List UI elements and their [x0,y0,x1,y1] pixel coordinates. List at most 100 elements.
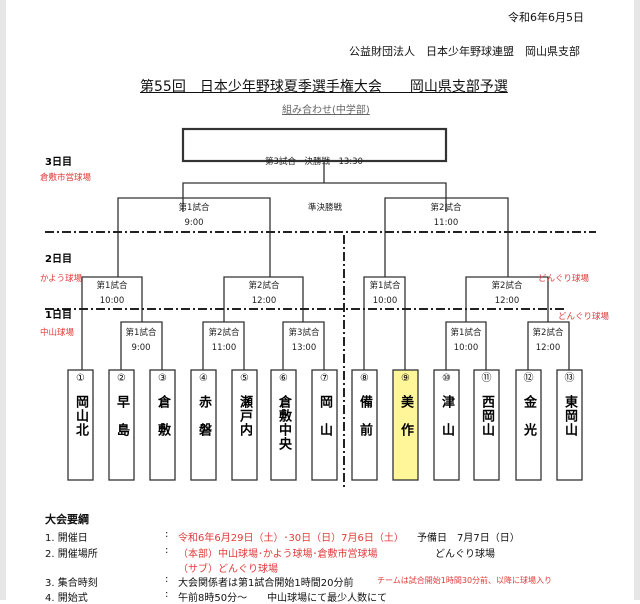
day3-venue: 倉敷市営球場 [40,172,92,183]
team-number: ⑨ [401,373,410,384]
day2-bracket-3 [363,276,406,370]
day1-time-4: 10:00 [454,343,479,353]
summary-value: 大会関係者は第1試合開始1時間20分前 [178,578,354,589]
summary-value-extra: どんぐり球場 [435,549,495,560]
summary-value: 令和6年6月29日（土）･30日（日）7月6日（土） [178,533,404,544]
day1-game-4: 第1試合 [451,327,482,338]
day2-time-4: 12:00 [495,296,520,306]
semi-bracket-right [384,197,509,277]
summary-label: 1. 開催日 [45,533,88,544]
team-box-frame [473,369,500,481]
team-box-frame [311,369,338,481]
day2-time-3: 10:00 [373,296,398,306]
final-label: 第3試合 決勝戦 13:30 [265,156,363,167]
team-name: 金 光 [521,394,538,437]
team-box: ⑤ 瀬戸内 [231,369,258,481]
team-box: ⑪ 西岡山 [473,369,500,481]
team-name: 倉敷中央 [276,394,293,451]
day1-time-2: 11:00 [212,343,237,353]
document-date: 令和6年6月5日 [508,11,584,24]
day2-game-2: 第2試合 [249,280,280,291]
team-box: ⑫ 金 光 [515,369,542,481]
day2-game-3: 第1試合 [370,280,401,291]
page-edge-right [634,0,640,600]
day2-bracket-2 [223,276,304,322]
day1-time-5: 12:00 [536,343,561,353]
day1-game-1: 第1試合 [126,327,157,338]
team-number: ⑤ [240,373,249,384]
day2-game-4: 第2試合 [492,280,523,291]
team-box: ⑩ 津 山 [433,369,460,481]
team-name: 備 前 [357,394,373,437]
page-edge-left [0,0,6,600]
summary-label: 2. 開催場所 [45,549,98,560]
team-number: ② [117,373,126,384]
day1-bracket-2 [202,321,245,370]
day2-game-1: 第1試合 [97,280,128,291]
day3-label: 3日目 [45,156,72,168]
champion-box [181,127,448,163]
team-box-frame [67,369,94,481]
day1-time-1: 9:00 [131,343,150,353]
team-box-frame [270,369,297,481]
day2-bracket-1 [81,276,143,370]
summary-value: 午前8時50分～ 中山球場にて最少人数にて [178,593,388,604]
team-name: 美 作 [398,394,414,437]
page-title: 第55回 日本少年野球夏季選手権大会 岡山県支部予選 [140,79,508,95]
summary-colon: : [165,529,169,540]
team-name: 瀬戸内 [237,394,253,437]
day1-bracket-3 [282,321,325,370]
team-name: 津 山 [439,394,455,437]
summary-label: 3. 集合時刻 [45,578,98,589]
team-box: ④赤 磐 [190,369,217,481]
summary-label: 4. 開始式 [45,593,88,604]
team-number: ⑩ [442,373,451,384]
summary-value-extra: 予備日 7月7日（日） [417,533,520,544]
team-box-frame [392,369,419,481]
team-box-frame [149,369,176,481]
team-number: ⑧ [360,373,369,384]
semi-1-game: 第1試合 [179,202,210,213]
day2-bracket-4 [465,276,549,322]
day1-game-2: 第2試合 [209,327,240,338]
day1-game-3: 第3試合 [289,327,320,338]
team-box-frame [190,369,217,481]
team-box: ⑨ 美 作 [392,369,419,481]
semifinal-label: 準決勝戦 [308,202,343,213]
team-name: 早 島 [114,395,130,437]
day1-bracket-4 [445,321,487,370]
day1-label: 1日目 [45,309,72,321]
team-box: ⑦ 岡 山 [311,369,338,481]
team-name: 倉 敷 [155,394,172,437]
team-name: 赤 磐 [196,394,212,437]
team-box-frame [108,369,135,481]
day1-venue-right: どんぐり球場 [558,311,610,322]
team-box-frame [556,369,583,481]
team-name: 岡 山 [317,395,333,437]
semi-2-game: 第2試合 [431,202,462,213]
team-number: ⑪ [482,372,492,384]
semi-2-time: 11:00 [434,218,459,228]
day1-bracket-1 [120,321,163,370]
summary-colon: : [165,545,169,556]
day1-game-5: 第2試合 [533,327,564,338]
summary-value-note: チームは試合開始1時間30分前、以降に球場入り [377,576,553,585]
day2-label: 2日目 [45,253,72,265]
team-number: ⑫ [524,372,534,384]
team-number: ⑦ [320,373,329,384]
team-number: ③ [158,373,167,384]
summary-heading: 大会要綱 [45,513,89,526]
team-box: ⑧ 備 前 [351,369,378,481]
summary-value-sub: （サブ）どんぐり球場 [178,564,278,575]
day2-time-1: 10:00 [100,296,125,306]
summary-colon: : [165,574,169,585]
team-box-frame [231,369,258,481]
day2-venue-left: かよう球場 [40,273,83,284]
team-name: 西岡山 [479,395,495,437]
team-box-frame [351,369,378,481]
day2-time-2: 12:00 [252,296,277,306]
